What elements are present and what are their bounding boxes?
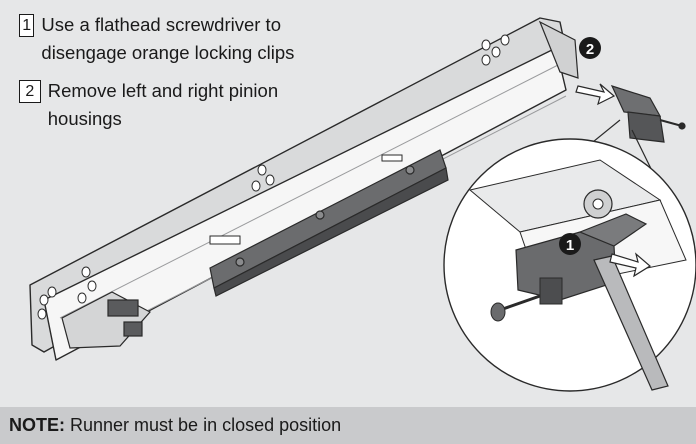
callout-2-label: 2 [586, 41, 594, 58]
step-text: Remove left and right pinion housings [47, 80, 279, 129]
step-text: Use a flathead screwdriver to disengage … [41, 14, 295, 63]
callout-1-label: 1 [566, 237, 574, 254]
instruction-step-1: 1 Use a flathead screwdriver to disengag… [19, 11, 359, 67]
runner-carriage [209, 149, 449, 297]
drawer-runner-illustration: 1 2 [29, 17, 696, 392]
rail-holes [37, 34, 510, 320]
step-number-box: 2 [19, 80, 41, 103]
back-bracket [538, 20, 579, 79]
callout-marker-2: 2 [579, 37, 601, 59]
instruction-step-2: 2 Remove left and right pinion housings [19, 77, 339, 133]
pinion-housing-removed [610, 85, 686, 143]
callout-marker-1: 1 [559, 233, 581, 255]
step-number-box: 1 [19, 14, 35, 37]
note-bar: NOTE: Runner must be in closed position [0, 407, 696, 444]
zoom-detail-circle [443, 138, 696, 392]
note-label: NOTE: [9, 415, 70, 435]
note-text: Runner must be in closed position [70, 415, 342, 435]
front-bracket [61, 291, 151, 349]
removal-arrow-2 [575, 83, 616, 106]
